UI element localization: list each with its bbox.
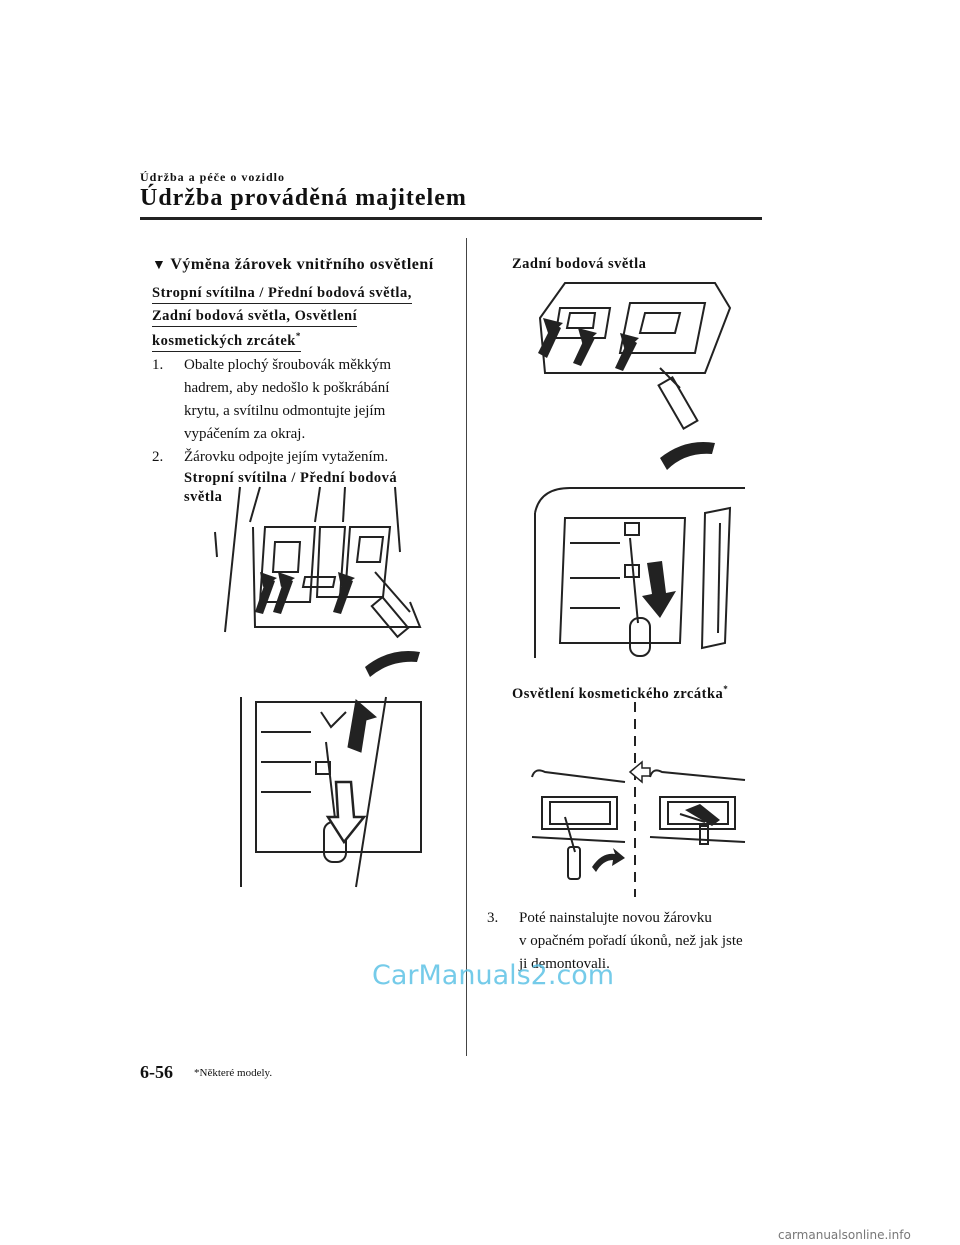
illustration-front-light-removal	[214, 486, 422, 677]
illustration-front-bulb-pullout	[240, 696, 422, 888]
caption-front-lights: Stropní svítilna / Přední bodová světla	[184, 470, 398, 505]
subheading-line-2: Zadní bodová světla, Osvětlení	[152, 308, 358, 327]
watermark-logo: CarManuals2.com	[372, 960, 615, 991]
subheading-line-1: Stropní svítilna / Přední bodová světla,	[152, 285, 412, 304]
subheading-line-3: kosmetických zrcátek*	[152, 331, 301, 352]
watermark-corner: carmanualsonline.info	[778, 1228, 911, 1242]
section-label: Údržba a péče o vozidlo	[140, 170, 285, 184]
illustration-rear-light-removal	[538, 282, 732, 470]
chapter-title: Údržba prováděná majitelem	[140, 185, 467, 211]
caption-rear-lights: Zadní bodová světla	[512, 256, 647, 272]
illustration-rear-bulb-pullout	[534, 487, 745, 658]
header-rule	[140, 217, 762, 220]
caption-vanity-light: Osvětlení kosmetického zrcátka*	[512, 684, 729, 702]
section-heading: ▼Výměna žárovek vnitřního osvětlení	[152, 256, 434, 273]
column-divider	[466, 238, 467, 1056]
step-1: 1. Obalte plochý šroubovák měkkým hadrem…	[152, 357, 392, 442]
page-number: 6-56	[140, 1062, 173, 1082]
step-2: 2. Žárovku odpojte jejím vytažením.	[152, 449, 389, 465]
illustration-vanity-light	[531, 702, 746, 897]
step-3: 3. Poté nainstalujte novou žárovku v opa…	[487, 910, 743, 972]
triangle-bullet-icon: ▼	[152, 258, 167, 273]
footnote: *Některé modely.	[194, 1067, 273, 1079]
